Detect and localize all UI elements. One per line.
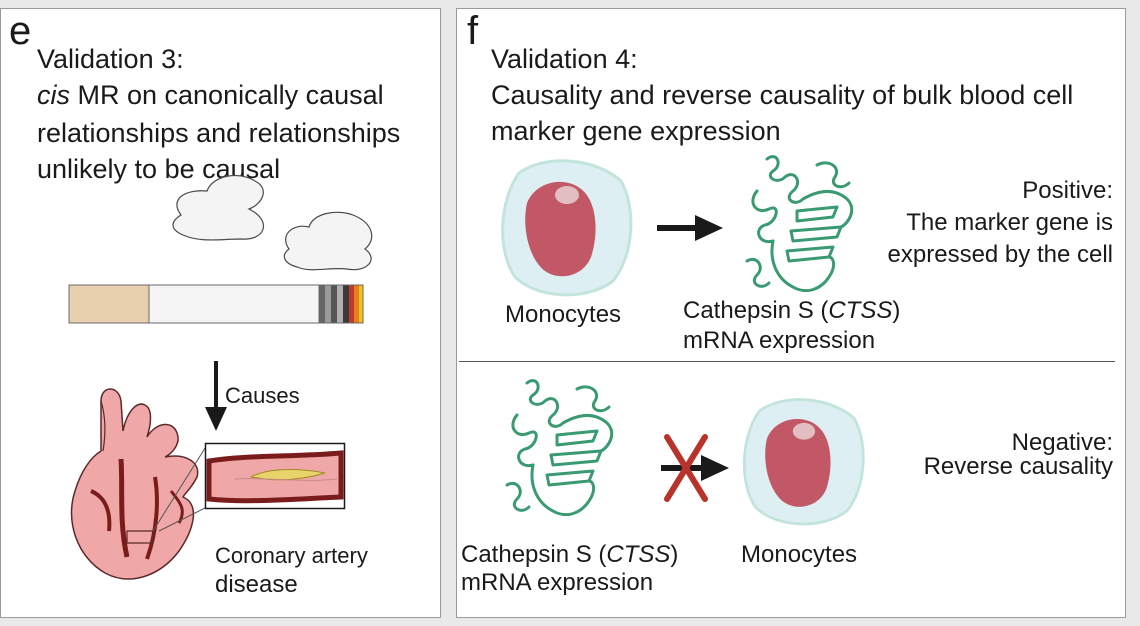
panel-f-subtitle-line1: Causality and reverse causality of bulk … [491, 80, 1074, 110]
cross-mark-icon [664, 434, 708, 502]
panel-e-title: Validation 3: [37, 44, 184, 74]
negative-line1: Reverse causality [923, 453, 1113, 480]
causes-label: Causes [225, 383, 300, 408]
cigarette-icon [68, 284, 364, 324]
protein-structure-icon [745, 155, 854, 293]
negative-gene-label-line1: Cathepsin S (CTSS) [461, 539, 678, 571]
panel-e-subtitle-line1: cis MR on canonically causal [37, 77, 384, 113]
negative-cell-label: Monocytes [741, 541, 858, 568]
zoom-connector-lines [152, 444, 208, 532]
panel-label-f: f [467, 9, 479, 53]
monocyte-cell-icon [501, 159, 633, 297]
heart-icon [70, 388, 199, 580]
disease-label-line1: Coronary artery [215, 543, 368, 568]
causes-arrow-icon [205, 361, 227, 431]
negative-gene-italic: CTSS [606, 541, 671, 568]
panel-label-e: e [9, 9, 32, 53]
positive-line1: The marker gene is [906, 209, 1113, 236]
positive-gene-label-line2: mRNA expression [683, 327, 876, 354]
positive-arrow-icon [657, 215, 723, 241]
positive-cell-label: Monocytes [505, 301, 622, 328]
monocyte-cell-icon-negative [742, 398, 865, 526]
row-divider [459, 361, 1115, 362]
artery-cross-section-icon [204, 442, 346, 510]
positive-gene-post: ) [892, 297, 901, 324]
positive-gene-label-line1: Cathepsin S (CTSS) [683, 295, 900, 327]
negative-heading: Negative: [1011, 429, 1113, 456]
positive-gene-pre: Cathepsin S ( [683, 297, 829, 324]
positive-line2: expressed by the cell [887, 241, 1113, 268]
panel-e: e Validation 3: cis MR on canonically ca… [0, 8, 441, 618]
positive-gene-italic: CTSS [828, 297, 893, 324]
panel-e-subtitle-rest: MR on canonically causal [70, 80, 384, 110]
disease-label-line2: disease [215, 571, 298, 598]
protein-structure-icon-negative [505, 379, 614, 517]
panel-f: f Validation 4: Causality and reverse ca… [456, 8, 1126, 618]
panel-e-subtitle-line2: relationships and relationships [37, 118, 401, 148]
negative-gene-post: ) [670, 541, 679, 568]
panel-e-subtitle-italic: cis [37, 80, 70, 110]
smoke-icon [172, 174, 373, 271]
panel-f-title: Validation 4: [491, 44, 638, 74]
panel-f-subtitle-line2: marker gene expression [491, 116, 781, 146]
negative-gene-label-line2: mRNA expression [461, 569, 654, 596]
negative-gene-pre: Cathepsin S ( [461, 541, 607, 568]
positive-heading: Positive: [1022, 177, 1113, 204]
